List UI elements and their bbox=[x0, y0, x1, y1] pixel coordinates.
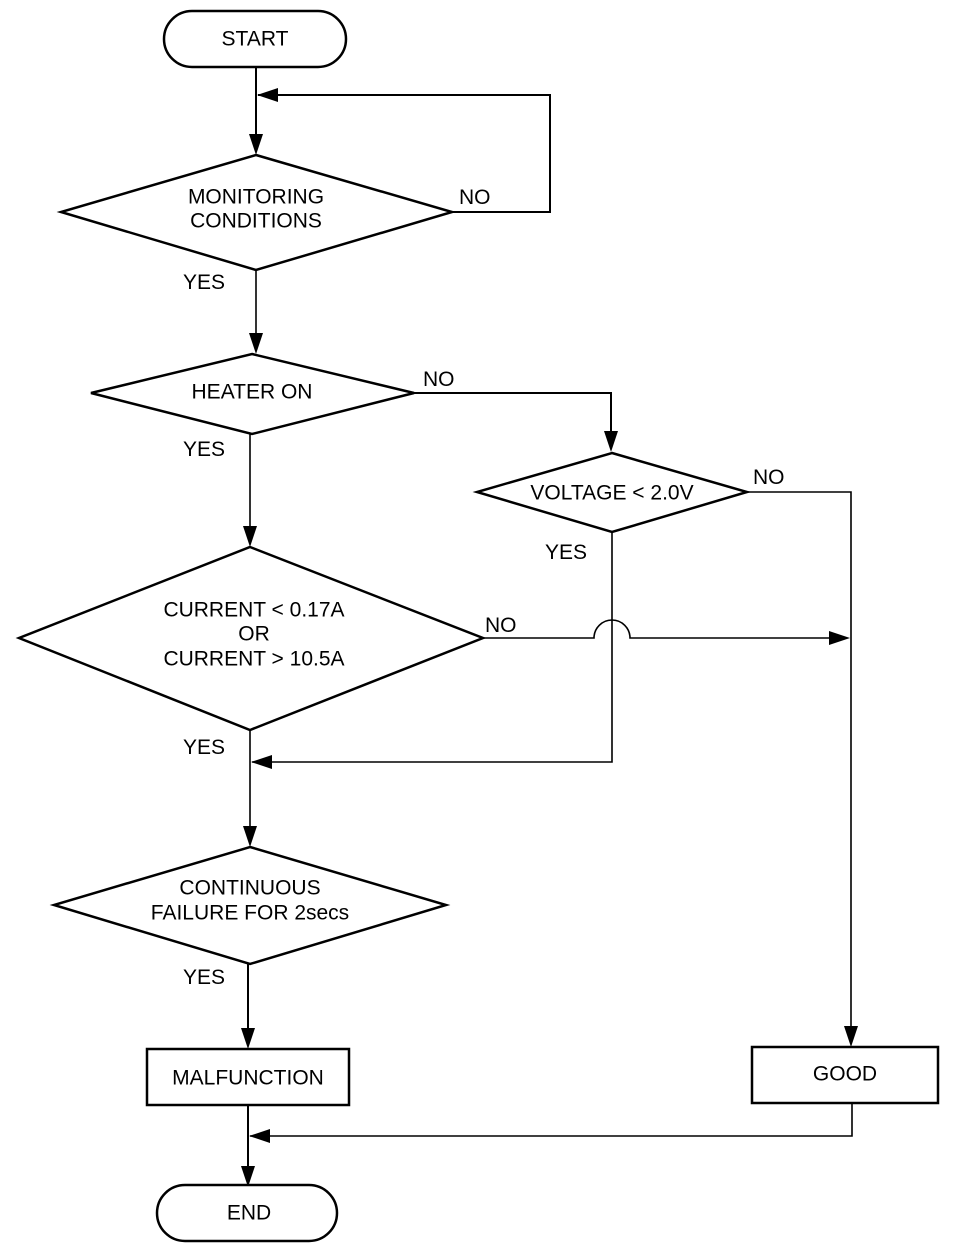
connector-heater-no-to-voltage bbox=[412, 392, 612, 432]
current-no-label: NO bbox=[485, 614, 517, 637]
arrow-left-icon bbox=[257, 88, 278, 102]
connector-voltage-no-to-good bbox=[746, 491, 852, 1027]
heater-on-decision: HEATER ON bbox=[90, 352, 415, 436]
good-process: GOOD bbox=[750, 1045, 940, 1105]
connector-monitoring-no-loop bbox=[258, 94, 551, 213]
monitoring-conditions-decision: MONITORING CONDITIONS bbox=[56, 153, 457, 272]
current-line-2: OR bbox=[238, 623, 270, 646]
heater-line-1: HEATER ON bbox=[192, 381, 313, 404]
monitoring-line-1: MONITORING bbox=[188, 186, 324, 209]
arrow-down-icon bbox=[243, 526, 257, 547]
connector-voltage-yes-to-merge bbox=[252, 532, 613, 763]
connector-current-no-to-good bbox=[483, 619, 830, 639]
current-line-3: CURRENT > 10.5A bbox=[163, 648, 344, 671]
start-terminal: START bbox=[162, 9, 348, 69]
end-terminal: END bbox=[155, 1183, 339, 1243]
end-label: END bbox=[227, 1202, 271, 1225]
current-line-1: CURRENT < 0.17A bbox=[163, 599, 344, 622]
monitoring-yes-label: YES bbox=[183, 271, 225, 294]
arrow-down-icon bbox=[844, 1026, 858, 1047]
arrow-down-icon bbox=[243, 826, 257, 847]
arrow-down-icon bbox=[249, 333, 263, 354]
malfunction-label: MALFUNCTION bbox=[172, 1067, 324, 1090]
monitoring-no-label: NO bbox=[459, 186, 491, 209]
continuous-line-2: FAILURE FOR 2secs bbox=[151, 902, 349, 925]
arrow-down-icon bbox=[241, 1028, 255, 1049]
arrow-left-icon bbox=[249, 1129, 270, 1143]
heater-no-label: NO bbox=[423, 368, 455, 391]
arrow-right-icon bbox=[829, 631, 850, 645]
start-label: START bbox=[222, 28, 289, 51]
continuous-failure-decision: CONTINUOUS FAILURE FOR 2secs bbox=[49, 845, 451, 966]
arrow-down-icon bbox=[241, 1166, 255, 1187]
continuous-yes-label: YES bbox=[183, 966, 225, 989]
voltage-decision: VOLTAGE < 2.0V bbox=[472, 451, 752, 534]
current-decision: CURRENT < 0.17A OR CURRENT > 10.5A bbox=[15, 545, 487, 732]
voltage-yes-label: YES bbox=[545, 541, 587, 564]
good-label: GOOD bbox=[813, 1063, 877, 1086]
voltage-no-label: NO bbox=[753, 466, 785, 489]
connector-good-to-end bbox=[250, 1104, 853, 1137]
arrow-left-icon bbox=[251, 755, 272, 769]
arrow-down-icon bbox=[604, 431, 618, 452]
continuous-line-1: CONTINUOUS bbox=[179, 877, 320, 900]
heater-yes-label: YES bbox=[183, 438, 225, 461]
malfunction-process: MALFUNCTION bbox=[145, 1047, 351, 1107]
monitoring-line-2: CONDITIONS bbox=[190, 210, 322, 233]
arrow-down-icon bbox=[249, 134, 263, 155]
voltage-line-1: VOLTAGE < 2.0V bbox=[530, 482, 693, 505]
current-yes-label: YES bbox=[183, 736, 225, 759]
